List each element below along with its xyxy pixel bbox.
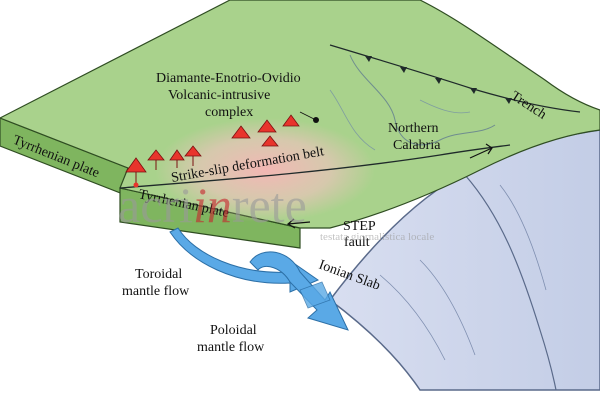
watermark-tagline: testata giornalistica locale (320, 231, 434, 243)
volcano-icon (125, 157, 147, 188)
toroidal-label-line2: mantle flow (122, 284, 190, 299)
volcano-icon (169, 149, 185, 168)
step-fault-label-line2: fault (344, 235, 370, 250)
calabria-coastline (349, 54, 496, 146)
poloidal-flow-arrow (249, 251, 349, 331)
slab-texture-line (379, 184, 547, 361)
volcano-icon (282, 114, 300, 127)
volcano-icon (231, 125, 251, 139)
volcano-icon (257, 119, 277, 133)
step-fault-arrow-left (286, 218, 311, 229)
volcano-icon (147, 149, 165, 170)
calabria-contour (329, 89, 471, 151)
poloidal-label-line2: mantle flow (197, 340, 265, 355)
plate-top-surface (0, 0, 600, 229)
volcano-icon (261, 135, 279, 147)
watermark-wordmark-end: rete (232, 177, 307, 233)
slab-lower-arrow (299, 281, 331, 309)
svg-text:acriinrete: acriinrete (118, 177, 307, 233)
watermark-wordmark-start: acri (118, 177, 193, 233)
step-fault-line (119, 144, 511, 189)
deformation-belt (155, 118, 375, 222)
watermark-logo: acriinrete testata giornalistica locale (118, 177, 434, 243)
step-fault-label-line1: STEP (343, 219, 376, 234)
complex-label-line1: Diamante-Enotrio-Ovidio (156, 71, 301, 86)
northern-calabria-line1: Northern (388, 121, 439, 136)
northern-calabria-line2: Calabria (393, 138, 441, 153)
volcano-icon (184, 145, 202, 166)
toroidal-label-line1: Toroidal (135, 267, 182, 282)
slab-inner-edge (464, 174, 557, 391)
complex-label-line3: complex (205, 105, 253, 120)
complex-pointer-line (299, 111, 317, 121)
complex-label-line2: Volcanic-intrusive (168, 88, 270, 103)
poloidal-label-line1: Poloidal (210, 323, 257, 338)
watermark-wordmark-mid: in (193, 177, 232, 233)
volcanic-centers (125, 111, 319, 188)
trench-line (329, 44, 581, 113)
step-fault-arrow-right (469, 143, 493, 159)
trench-teeth (365, 56, 512, 104)
